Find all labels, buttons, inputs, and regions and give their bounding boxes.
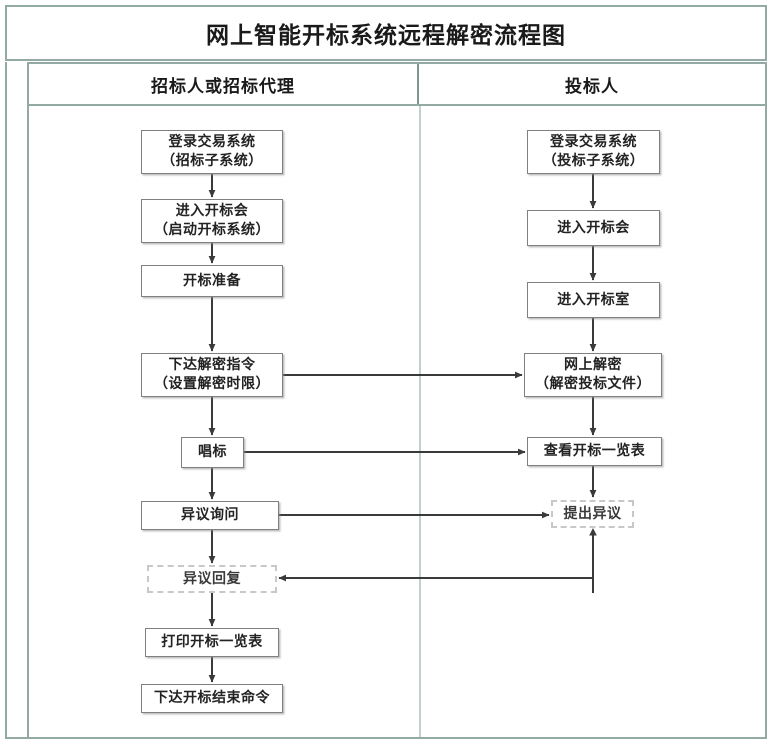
node-enter-bid-opening-meeting-bidder[interactable]: 进入开标会	[527, 210, 660, 246]
node-view-bid-opening-list[interactable]: 查看开标一览表	[527, 437, 662, 466]
lane-gutter	[7, 62, 29, 739]
node-raise-objection[interactable]: 提出异议	[551, 500, 634, 528]
node-issue-decryption-command[interactable]: 下达解密指令 （设置解密时限）	[141, 353, 283, 397]
lane-header-bidder-label: 投标人	[565, 76, 619, 97]
node-line: （解密投标文件）	[535, 376, 651, 392]
node-line: 登录交易系统	[168, 134, 256, 150]
lane-header-tenderee: 招标人或招标代理	[29, 64, 419, 104]
page-title: 网上智能开标系统远程解密流程图	[206, 23, 566, 49]
node-enter-bid-opening-meeting-tenderee[interactable]: 进入开标会 （启动开标系统）	[141, 199, 283, 243]
node-login-trading-system-bidder[interactable]: 登录交易系统 （投标子系统）	[527, 130, 660, 174]
node-enter-bid-opening-room[interactable]: 进入开标室	[527, 282, 660, 318]
node-print-bid-opening-list[interactable]: 打印开标一览表	[145, 628, 279, 657]
node-line: 进入开标会	[175, 203, 249, 219]
swimlane-header-row: 招标人或招标代理 投标人	[29, 62, 767, 106]
node-line: 开标准备	[183, 272, 241, 289]
node-login-trading-system-tenderee[interactable]: 登录交易系统 （招标子系统）	[141, 130, 283, 174]
node-line: 异议回复	[183, 570, 241, 587]
lane-header-tenderee-label: 招标人或招标代理	[151, 76, 295, 97]
node-issue-bid-opening-end-command[interactable]: 下达开标结束命令	[141, 684, 283, 713]
swimlane-table-frame: 招标人或招标代理 投标人	[5, 62, 767, 739]
node-objection-inquiry[interactable]: 异议询问	[141, 501, 279, 530]
lane-header-bidder: 投标人	[419, 64, 765, 104]
node-line: 提出异议	[563, 505, 622, 522]
node-objection-reply[interactable]: 异议回复	[147, 565, 277, 593]
node-line: （启动开标系统）	[154, 222, 270, 238]
node-line: （投标子系统）	[542, 153, 645, 169]
node-line: （设置解密时限）	[154, 376, 270, 392]
node-bid-opening-preparation[interactable]: 开标准备	[141, 265, 283, 297]
node-line: 唱标	[198, 444, 227, 460]
node-line: 查看开标一览表	[543, 443, 646, 459]
swimlane-body	[29, 106, 767, 737]
node-line: 下达开标结束命令	[154, 690, 270, 706]
node-line: 打印开标一览表	[161, 634, 263, 650]
node-online-decryption[interactable]: 网上解密 （解密投标文件）	[524, 353, 662, 397]
node-line: 下达解密指令	[168, 357, 256, 373]
node-line: （招标子系统）	[161, 153, 263, 169]
node-line: 进入开标会	[557, 219, 630, 236]
diagram-title-bar: 网上智能开标系统远程解密流程图	[5, 5, 767, 61]
node-line: 异议询问	[181, 507, 239, 523]
node-bid-announcement[interactable]: 唱标	[181, 437, 244, 468]
lane-vertical-divider	[419, 106, 421, 737]
node-line: 进入开标室	[557, 291, 630, 308]
node-line: 登录交易系统	[550, 134, 637, 150]
node-line: 网上解密	[564, 357, 622, 373]
